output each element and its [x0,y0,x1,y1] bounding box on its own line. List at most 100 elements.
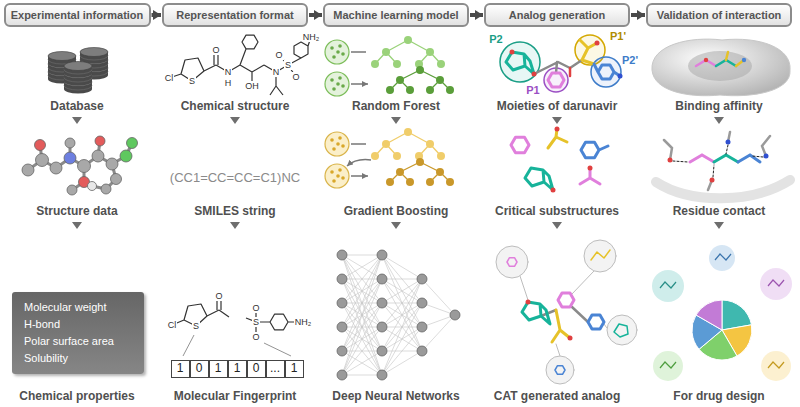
drug-design-pie [761,351,791,381]
step-caption: Random Forest [352,99,440,113]
residue-contact-illustration [710,178,715,183]
gradient-boosting-icon [338,136,342,140]
gradient-boosting-icon [336,174,340,178]
neural-network-icon [342,255,455,375]
drug-design-pie [696,300,722,330]
ball-stick-molecule [22,164,34,176]
gradient-boosting-icon [393,152,401,160]
neural-network-icon [377,370,387,380]
ball-stick-molecule [22,136,138,195]
database-icon [64,62,92,78]
residue-contact-illustration [664,132,770,190]
darunavir-moieties [510,50,515,55]
skeletal-formula [169,35,311,95]
gradient-boosting-icon [436,168,444,176]
gradient-boosting-icon [347,160,371,166]
gradient-boosting-icon [396,168,404,176]
darunavir-moieties [595,41,600,46]
neural-network-icon [417,346,427,356]
cat-analog-illustration [568,336,573,341]
random-forest-icon [330,46,334,50]
ball-stick-molecule [88,182,97,191]
atom-label: O [211,45,220,55]
residue-contact-illustration [668,158,673,163]
residue-contact-illustration [656,132,790,198]
gradient-boosting-icon [332,179,336,183]
atom-label: NH₂ [294,317,313,327]
random-forest-icon [371,36,445,68]
cat-analog-illustration [555,366,565,375]
residue-contact-illustration [656,180,790,198]
critical-substructures [511,127,608,193]
atom-label: O [274,50,283,60]
gradient-boosting-icon [404,128,412,136]
darunavir-moieties [591,57,621,87]
darunavir-moieties [500,35,623,92]
cat-analog-illustration [522,302,550,324]
ball-stick-molecule [127,138,138,149]
neural-network-icon [377,322,387,332]
random-forest-icon [393,60,401,68]
cat-analog-illustration [588,315,604,329]
cat-analog-illustration [526,300,531,305]
property-text: Molecular weight [24,299,107,316]
step-caption: Binding affinity [675,99,762,113]
random-forest-icon [341,52,345,56]
random-forest-icon [336,50,340,54]
random-forest-icon [341,84,345,88]
random-forest-icon [330,78,334,82]
step-caption: Database [50,99,103,113]
step-caption: CAT generated analog [494,389,620,403]
pocket-label: P1' [610,30,626,42]
step-triangles [72,117,724,229]
gradient-boosting-icon [336,142,340,146]
drug-design-pie [768,280,784,286]
stage-header: Experimental information [4,3,151,27]
cat-analog-illustration [546,356,574,384]
random-forest-icon [436,76,444,84]
neural-network-icon [337,346,347,356]
random-forest-icon [386,86,394,94]
atom-label: O [214,291,223,301]
ball-stick-molecule [106,158,118,170]
flow-arrow [152,13,162,17]
property-box: Molecular weightH-bondPolar surface area… [12,292,144,374]
random-forest-icon [325,36,454,96]
atom-label: Cl [167,320,178,330]
neural-network-icon [337,250,460,380]
neural-network-icon [337,250,460,380]
drug-design-pie [652,245,792,381]
neural-network-icon [417,274,427,284]
ball-stick-molecule [50,162,62,174]
step-caption: Deep Neural Networks [332,389,459,403]
gradient-boosting-icon [338,168,342,172]
step-caption: Chemical structure [181,99,290,113]
drug-design-pie [660,282,676,288]
flow-arrow [631,13,645,17]
random-forest-icon [330,44,345,91]
gradient-boosting-icon [406,178,414,186]
ball-stick-molecule [22,136,138,195]
protein-surface [704,58,708,62]
random-forest-icon [325,40,349,64]
stage-header: Representation format [162,3,308,27]
drug-design-pie [652,270,684,302]
residue-contact-illustration [738,155,760,162]
protein-surface [688,51,752,81]
header-text: Machine learning model [333,9,458,21]
drug-design-pie [760,268,792,300]
darunavir-moieties [506,52,534,74]
critical-substructures [588,166,593,171]
flow-arrow [309,13,322,17]
step-caption: Molecular Fingerprint [174,389,297,403]
gradient-boosting-icon [386,178,394,186]
darunavir-moieties [618,74,623,79]
gradient-boosting-icon [332,147,336,151]
atom-label: S [284,60,292,70]
protein-surface [726,52,744,66]
database-icon [80,48,108,64]
gradient-boosting-icon [426,140,434,148]
gradient-boosting-icon [386,158,454,186]
critical-substructures [548,129,567,148]
atom-label: Cl [164,73,175,83]
